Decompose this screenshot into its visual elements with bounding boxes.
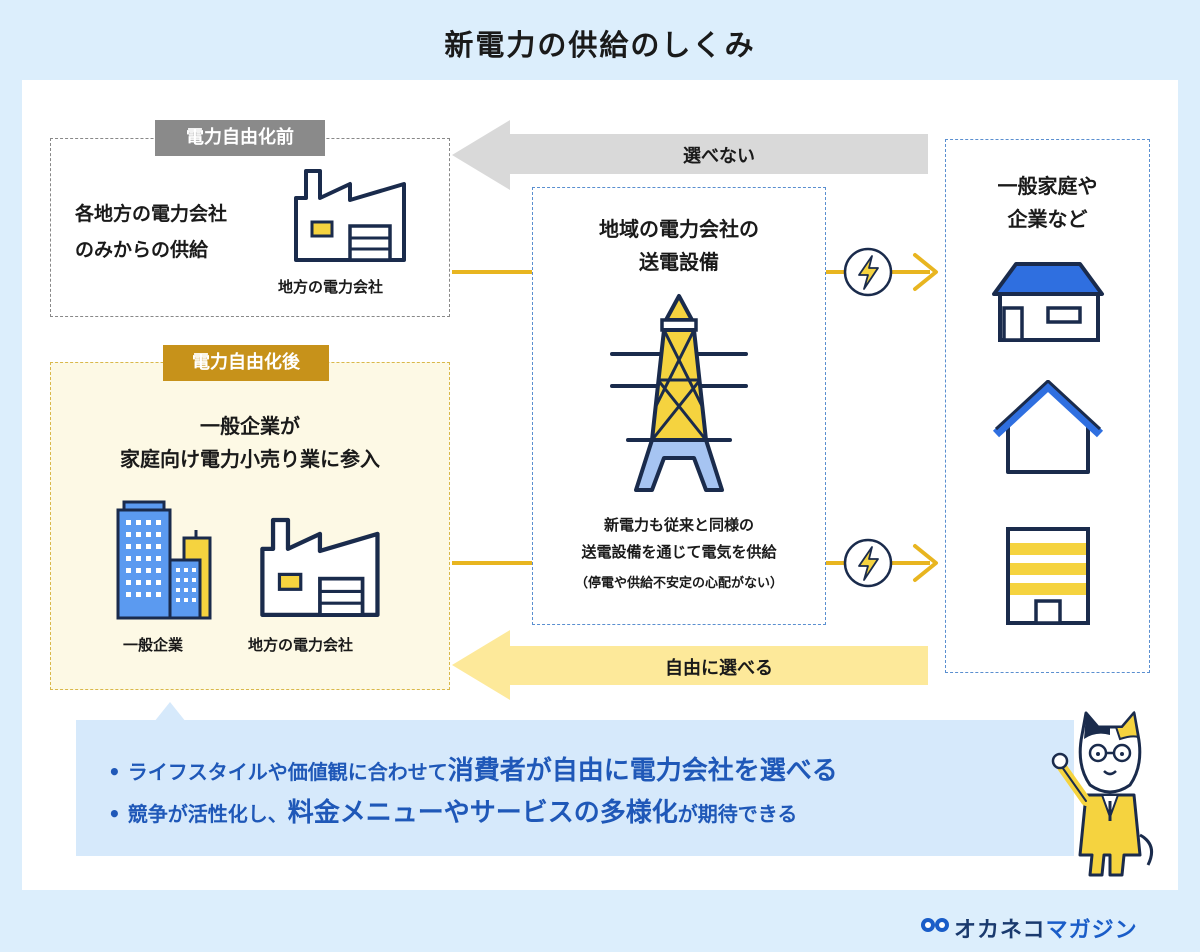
bullet-dot: •: [108, 802, 128, 826]
before-tag: 電力自由化前: [155, 120, 325, 156]
okaneko-logo-icon: [921, 918, 949, 932]
top-arrow-label: 選べない: [683, 146, 755, 167]
site-logo: オカネコマガジン: [954, 918, 1138, 943]
transmission-tower-icon: [610, 294, 748, 492]
after-tag: 電力自由化後: [163, 345, 329, 381]
factory-icon: [260, 517, 380, 618]
after-factory-label: 地方の電力会社: [248, 636, 354, 654]
lightning-icon: [843, 538, 893, 588]
after-company-label: 一般企業: [123, 636, 184, 654]
arrow-left-yellow: [452, 630, 928, 700]
building-icon: [1006, 527, 1090, 625]
before-factory-label: 地方の電力会社: [278, 278, 384, 296]
consumers-heading: 一般家庭や 企業など: [997, 174, 1098, 231]
bullet-dot: •: [108, 760, 128, 784]
page-title: 新電力の供給のしくみ: [444, 28, 756, 62]
house-icon: [992, 262, 1104, 342]
consumers-box: [945, 139, 1150, 673]
transmission-box: [532, 187, 826, 625]
office-building-icon: [116, 500, 212, 620]
arrow-left-gray: [452, 120, 928, 190]
center-description: 新電力も従来と同様の 送電設備を通じて電気を供給: [581, 516, 777, 561]
bullet-2: • 競争が活性化し、料金メニューやサービスの多様化が期待できる: [108, 798, 798, 828]
factory-icon: [294, 169, 406, 262]
callout-pointer: [154, 702, 186, 722]
bullet-1: • ライフスタイルや価値観に合わせて消費者が自由に電力会社を選べる: [108, 756, 838, 786]
home-icon: [992, 380, 1104, 474]
center-note: （停電や供給不安定の心配がない）: [574, 576, 783, 591]
before-description: 各地方の電力会社 のみからの供給: [75, 203, 228, 261]
bottom-arrow-label: 自由に選べる: [665, 658, 773, 679]
after-heading: 一般企業が 家庭向け電力小売り業に参入: [120, 414, 380, 471]
cat-mascot-icon: [1051, 710, 1154, 877]
lightning-icon: [843, 247, 893, 297]
center-heading: 地域の電力会社の 送電設備: [599, 217, 759, 274]
chevron-right-icon: [913, 253, 938, 291]
chevron-right-icon: [913, 544, 938, 582]
summary-callout: [76, 720, 1074, 856]
